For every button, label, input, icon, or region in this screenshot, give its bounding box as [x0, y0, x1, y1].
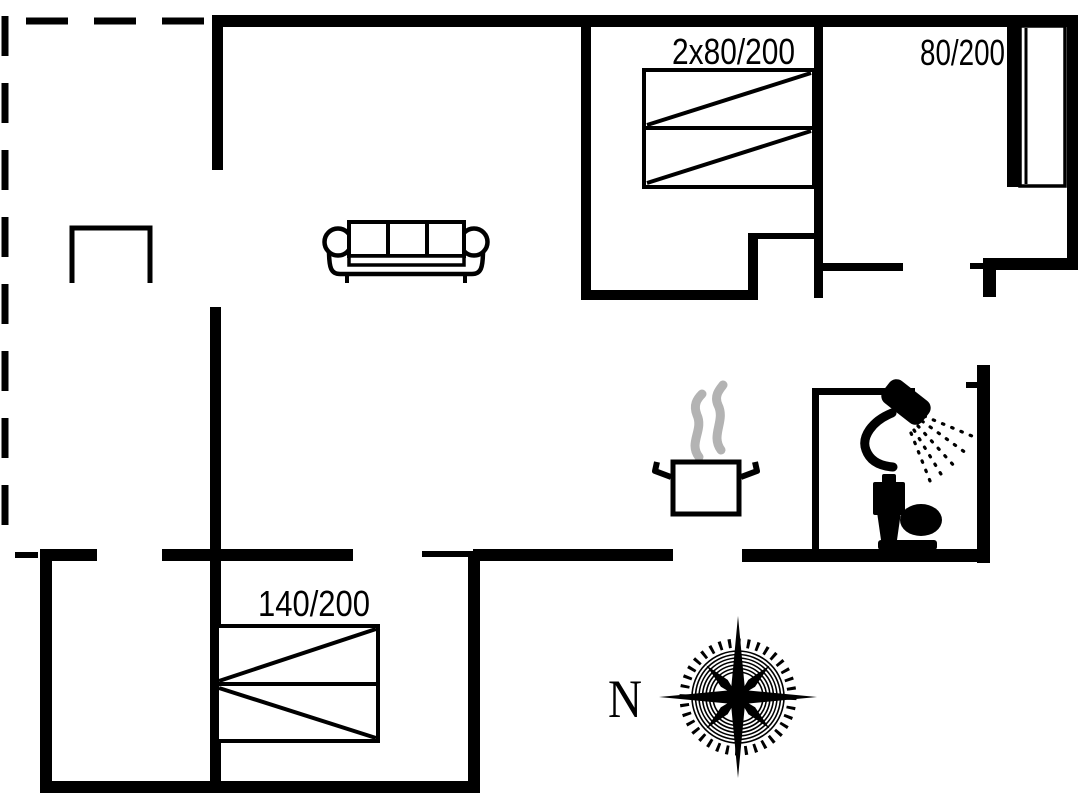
compass-points	[659, 616, 817, 778]
double-bed-bottom-icon	[215, 624, 380, 743]
bed-right-label: 80/200	[920, 32, 1005, 73]
bed-top-label: 2x80/200	[672, 31, 795, 72]
wall-bottom-4	[742, 549, 990, 562]
terrace-dashed-outline	[1, 16, 212, 558]
wall-left-divider	[210, 307, 221, 788]
wall-bottom-jamb	[422, 551, 473, 557]
wall-bath-left	[812, 388, 819, 552]
walls	[40, 15, 1078, 793]
wall-bath-top	[815, 388, 915, 395]
toilet-icon	[873, 474, 942, 550]
wall-annex-left	[40, 549, 52, 793]
wall-bottom-1	[40, 549, 97, 561]
wall-top	[212, 15, 1078, 27]
wall-bottom-2	[162, 549, 353, 561]
wall-bath-right	[977, 365, 990, 563]
shower-icon	[860, 379, 974, 488]
compass-rose-icon	[659, 616, 817, 778]
cooking-pot-icon	[652, 459, 760, 517]
wall-closet-nook	[748, 233, 758, 300]
wall-closet-nook-top	[752, 233, 818, 239]
terrace-bench-icon	[69, 225, 153, 283]
wall-bedroom2-corner	[983, 258, 1078, 270]
wall-right	[1067, 15, 1078, 270]
wall-annex-bottom	[40, 781, 480, 793]
compass-north-label: N	[608, 669, 642, 729]
wall-between-bedrooms	[814, 26, 823, 298]
wall-bedroom2-stub	[983, 270, 996, 297]
wall-bedroom2-bottom	[818, 263, 903, 271]
bed-bottom-label: 140/200	[258, 583, 370, 624]
double-bed-icon	[642, 68, 816, 189]
wall-bedroom1-left	[581, 26, 591, 298]
sofa-icon	[322, 220, 490, 283]
wall-bath-jamb	[966, 382, 977, 388]
steam-icon	[690, 380, 728, 462]
single-bed-icon	[1007, 24, 1067, 188]
wall-bottom-3	[473, 549, 673, 561]
water-spray	[909, 414, 974, 488]
wall-bedroom1-bottom	[581, 290, 753, 300]
wall-terrace-upper	[212, 15, 223, 170]
wall-annex-right	[468, 553, 480, 793]
wall-bedroom2-jamb	[970, 263, 983, 269]
